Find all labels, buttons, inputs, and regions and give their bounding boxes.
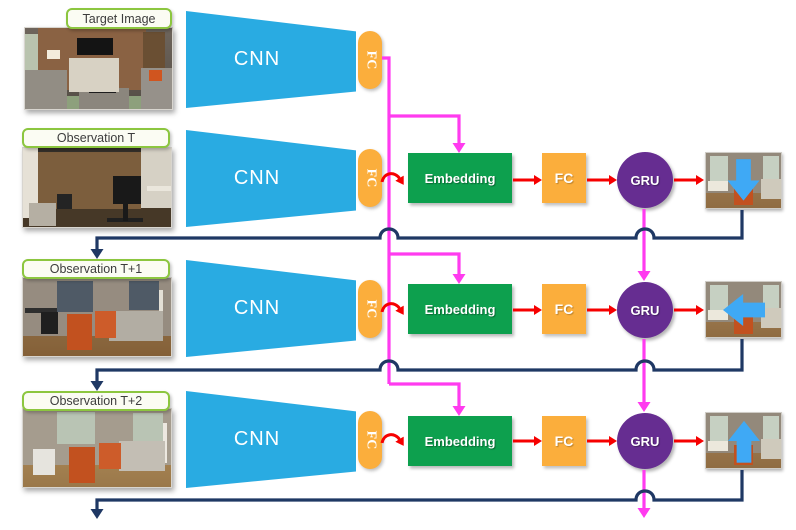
- cnn-block-t1: CNN: [186, 260, 356, 357]
- fc-box-label: FC: [554, 301, 574, 317]
- action-frame-t1: [705, 281, 782, 338]
- cnn-block-target: CNN: [186, 11, 356, 108]
- fc-pill-label: FC: [362, 430, 378, 450]
- observation-t-label: Observation T: [22, 128, 170, 148]
- action-down-arrow-icon: [727, 158, 760, 201]
- target-image-thumbnail: [24, 27, 173, 110]
- target-image-label-text: Target Image: [82, 11, 156, 26]
- target-feature-branch-t1: [389, 252, 466, 284]
- observation-t1-thumbnail: [22, 277, 172, 357]
- fc-to-embedding-t1: [380, 302, 404, 315]
- cnn-label: CNN: [233, 48, 281, 70]
- observation-t-label-text: Observation T: [56, 131, 136, 145]
- cnn-block-t: CNN: [186, 130, 356, 227]
- action-frame-t: [705, 152, 782, 209]
- embedding-label: Embedding: [424, 170, 496, 186]
- action-frame-t2: [705, 412, 782, 469]
- target-feature-branch-t2: [389, 382, 466, 416]
- gru-label: GRU: [630, 172, 660, 188]
- cnn-label: CNN: [233, 297, 281, 319]
- target-feature-branch-t: [389, 114, 466, 153]
- embedding-block-t2: Embedding: [408, 416, 512, 466]
- fc-pill-t1: FC: [358, 280, 382, 338]
- fc-pill-t: FC: [358, 149, 382, 207]
- observation-t2-thumbnail: [22, 408, 172, 488]
- cnn-label: CNN: [233, 428, 281, 450]
- embedding-block-t1: Embedding: [408, 284, 512, 334]
- fc-box-t: FC: [542, 153, 586, 203]
- fc-pill-label: FC: [362, 168, 378, 188]
- fc-box-label: FC: [554, 433, 574, 449]
- observation-t2-label: Observation T+2: [22, 391, 170, 411]
- observation-t2-label-text: Observation T+2: [49, 394, 143, 408]
- fc-to-embedding-t2: [380, 433, 404, 446]
- fc-pill-label: FC: [362, 299, 378, 319]
- gru-block-t: GRU: [617, 152, 673, 208]
- gru-block-t1: GRU: [617, 282, 673, 338]
- action-up-arrow-icon: [728, 420, 760, 462]
- fc-pill-t2: FC: [358, 411, 382, 469]
- fc-box-label: FC: [554, 170, 574, 186]
- fc-box-t1: FC: [542, 284, 586, 334]
- observation-t1-label-text: Observation T+1: [49, 262, 143, 276]
- cnn-label: CNN: [233, 167, 281, 189]
- target-feature-wire: [382, 56, 466, 416]
- target-image-label: Target Image: [66, 8, 172, 29]
- embedding-label: Embedding: [424, 433, 496, 449]
- gru-label: GRU: [630, 302, 660, 318]
- observation-t1-label: Observation T+1: [22, 259, 170, 279]
- fc-box-t2: FC: [542, 416, 586, 466]
- action-left-arrow-icon: [723, 294, 765, 326]
- observation-t-thumbnail: [22, 147, 172, 228]
- embedding-label: Embedding: [424, 301, 496, 317]
- fc-pill-label: FC: [362, 50, 378, 70]
- cnn-block-t2: CNN: [186, 391, 356, 488]
- target-feature-trunk: [382, 56, 391, 384]
- embedding-block-t: Embedding: [408, 153, 512, 203]
- fc-to-embedding-t: [380, 172, 404, 185]
- fc-pill-target: FC: [358, 31, 382, 89]
- gru-block-t2: GRU: [617, 413, 673, 469]
- gru-label: GRU: [630, 433, 660, 449]
